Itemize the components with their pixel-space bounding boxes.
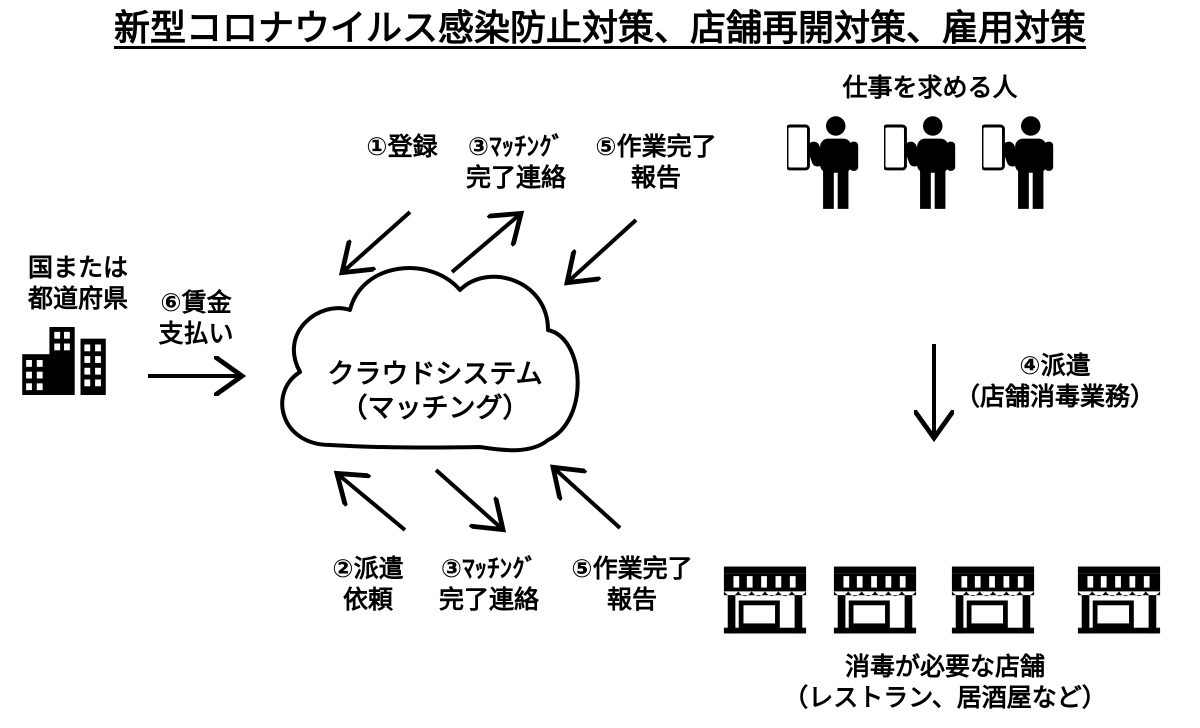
step-match-top-label: ③ﾏｯﾁﾝｸﾞ 完了連絡 <box>465 132 566 193</box>
step-dispatch-label: ④派遣 （店舗消毒業務） <box>954 351 1155 412</box>
arrow-complete-top <box>570 218 638 280</box>
government-label: 国または 都道府県 <box>28 253 129 314</box>
step-complete-bottom-label: ⑤作業完了 報告 <box>571 554 693 615</box>
cloud-label: クラウドシステム （マッチング） <box>327 359 543 424</box>
person-with-phone-icon <box>884 116 957 211</box>
arrow-complete-bottom <box>556 470 622 530</box>
building-icon <box>22 327 106 395</box>
step-payment-label: ⑥賃金 支払い <box>158 288 234 349</box>
store-icon <box>834 567 916 634</box>
arrow-register <box>345 210 412 270</box>
cloud-shape <box>280 266 580 453</box>
arrow-match-top <box>450 216 518 274</box>
step-request-label: ②派遣 依頼 <box>332 554 404 615</box>
page-title: 新型コロナウイルス感染防止対策、店舗再開対策、雇用対策 <box>113 8 1086 49</box>
store-icon <box>952 567 1034 634</box>
person-with-phone-icon <box>787 116 860 211</box>
step-register-label: ①登録 <box>366 132 438 161</box>
arrow-match-bottom <box>434 468 500 527</box>
stores-label: 消毒が必要な店舗 （レストラン、居酒屋など） <box>783 652 1107 713</box>
arrow-request <box>340 476 407 532</box>
store-icon <box>724 567 806 634</box>
store-icon <box>1078 567 1160 634</box>
job-seekers-label: 仕事を求める人 <box>842 73 1018 102</box>
person-with-phone-icon <box>982 116 1055 211</box>
step-complete-top-label: ⑤作業完了 報告 <box>595 132 717 193</box>
step-match-bottom-label: ③ﾏｯﾁﾝｸﾞ 完了連絡 <box>438 554 539 615</box>
